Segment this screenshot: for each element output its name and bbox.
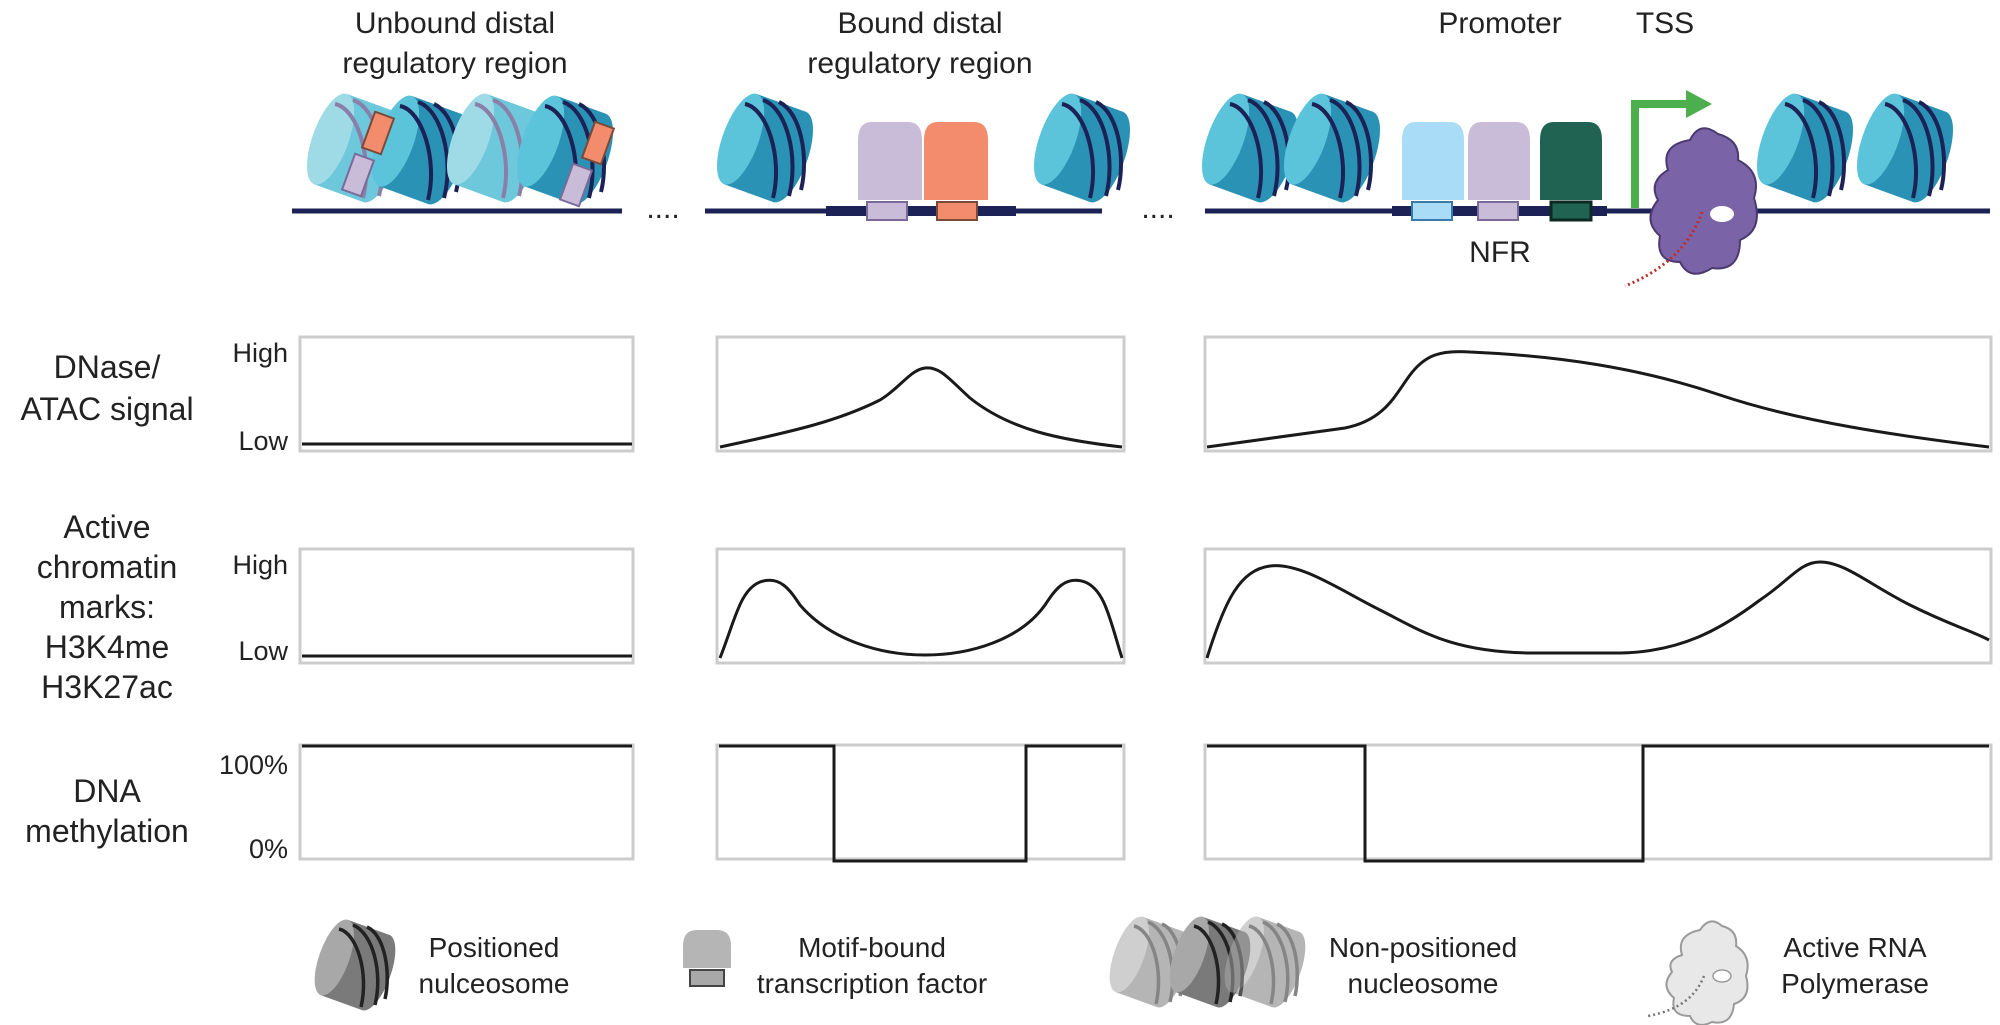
bound-header-line1: Bound distal (837, 7, 1002, 40)
hidden-motif-purple-1 (340, 152, 376, 198)
marks-high-label: High (232, 550, 288, 580)
methylation-panel-unbound (298, 743, 635, 861)
dnase-panel-promoter (1203, 335, 1993, 453)
methylation-panel-promoter (1203, 743, 1993, 861)
tf-orange-motif (936, 201, 978, 221)
legend-label-polymerase-2: Polymerase (1781, 968, 1929, 999)
transcription-factor-icon (683, 930, 731, 987)
legend-label-polymerase-1: Active RNA (1783, 932, 1926, 963)
methylation-panel-bound (715, 743, 1126, 861)
legend-label-nonpositioned-2: nucleosome (1348, 968, 1499, 999)
marks-panel-promoter (1203, 547, 1993, 665)
legend: Positioned nulceosome Motif-bound transc… (304, 910, 1929, 1025)
tf-purple-promoter-motif (1477, 201, 1519, 221)
marks-row-label-4: H3K4me (45, 629, 170, 665)
marks-curve-bound (718, 578, 1124, 659)
dnase-low-label: Low (238, 426, 288, 456)
tf-purple-motif (866, 201, 908, 221)
ellipsis-dots-1: .... (646, 192, 679, 225)
legend-label-positioned-1: Positioned (429, 932, 560, 963)
marks-low-label: Low (238, 636, 288, 666)
hidden-motif-purple-2 (558, 162, 594, 208)
rna-polymerase-icon (1647, 920, 1749, 1025)
dnase-curve-promoter (1206, 350, 1990, 449)
legend-label-nonpositioned-1: Non-positioned (1329, 932, 1517, 963)
methylation-low-label: 0% (249, 834, 288, 864)
hidden-motif-orange-2 (580, 120, 616, 166)
marks-row-label-1: Active (63, 509, 150, 545)
marks-panel-bound (715, 547, 1126, 665)
unbound-header-line2: regulatory region (342, 47, 567, 80)
legend-label-tf-2: transcription factor (757, 968, 987, 999)
unbound-header-line1: Unbound distal (355, 7, 555, 40)
dnase-curve-bound (719, 366, 1123, 449)
tss-arrow (1631, 100, 1690, 208)
promoter-header: Promoter (1438, 7, 1561, 40)
dnase-panel-unbound (298, 335, 635, 453)
marks-curve-promoter (1205, 560, 1990, 659)
promoter-nucleosome-4 (1845, 85, 1965, 211)
tf-blue-motif (1411, 201, 1453, 221)
legend-label-positioned-2: nulceosome (419, 968, 570, 999)
bound-header-line2: regulatory region (807, 47, 1032, 80)
nfr-label: NFR (1469, 236, 1531, 269)
marks-panel-unbound (298, 547, 635, 665)
bound-nucleosome-left (705, 85, 825, 211)
promoter-nucleosome-2 (1272, 85, 1392, 211)
rna-polymerase (1624, 127, 1758, 288)
methylation-high-label: 100% (219, 750, 288, 780)
dnase-high-label: High (232, 338, 288, 368)
methylation-row-label-1: DNA (73, 773, 141, 809)
ellipsis-dots-2: .... (1141, 192, 1174, 225)
methylation-curve-promoter (1207, 744, 1989, 863)
positioned-nucleosome-icon (304, 913, 406, 1017)
methylation-row-label-2: methylation (25, 813, 189, 849)
tf-purple-bound (858, 122, 922, 200)
tf-blue-promoter (1402, 122, 1464, 200)
tss-arrowhead (1686, 90, 1712, 118)
bound-motif-bar (826, 206, 1016, 216)
hidden-motif-orange-1 (360, 110, 396, 156)
tf-orange-bound (924, 122, 988, 200)
tss-header: TSS (1636, 7, 1694, 40)
legend-label-tf-1: Motif-bound (798, 932, 946, 963)
marks-row-label-3: marks: (59, 589, 155, 625)
tf-green-motif (1549, 200, 1593, 222)
dnase-row-label-2: ATAC signal (20, 391, 193, 427)
promoter-nucleosome-3 (1745, 85, 1865, 211)
tf-green-promoter (1540, 122, 1602, 200)
methylation-curve-bound (719, 744, 1122, 863)
bound-nucleosome-right (1022, 85, 1142, 211)
marks-row-label-2: chromatin (37, 549, 178, 585)
dnase-row-label-1: DNase/ (54, 349, 161, 385)
non-positioned-nucleosome-icon (1099, 910, 1316, 1014)
marks-row-label-5: H3K27ac (41, 669, 173, 705)
tf-purple-promoter (1468, 122, 1530, 200)
